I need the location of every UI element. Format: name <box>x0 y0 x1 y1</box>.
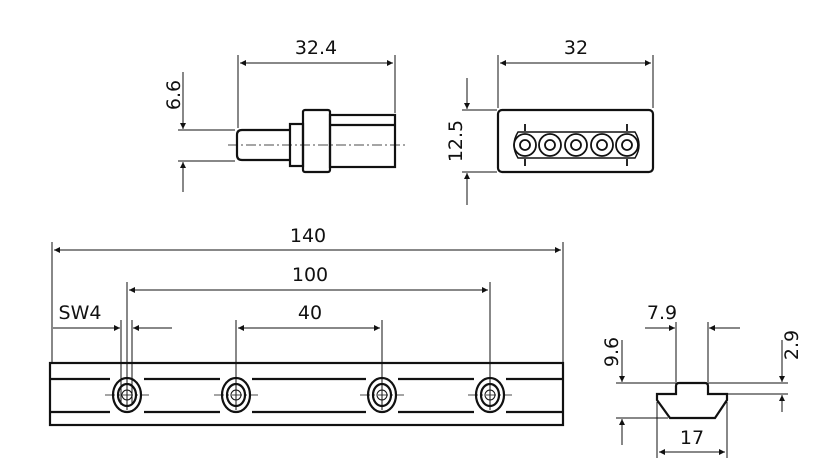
rail-view: 140 100 40 SW4 <box>48 225 565 427</box>
rail-section-view: 7.9 9.6 2.9 17 <box>601 302 803 458</box>
dimension-label-12-5: 12.5 <box>445 120 467 162</box>
dimension-label-6-6: 6.6 <box>163 80 185 110</box>
connector-side-view: 32.4 6.6 <box>163 37 405 192</box>
dimension-label-17: 17 <box>680 427 704 449</box>
dimension-label-7-9: 7.9 <box>647 302 677 324</box>
dimension-label-32-4: 32.4 <box>295 37 337 59</box>
dimension-label-140: 140 <box>290 225 326 247</box>
dimension-label-32: 32 <box>564 37 588 59</box>
dimension-label-40: 40 <box>298 302 322 324</box>
connector-front-view: 32 12.5 <box>445 37 655 205</box>
dimension-label-9-6: 9.6 <box>601 337 623 367</box>
dimension-label-2-9: 2.9 <box>781 330 803 360</box>
dimension-label-sw4: SW4 <box>59 302 102 324</box>
dimension-label-100: 100 <box>292 264 328 286</box>
